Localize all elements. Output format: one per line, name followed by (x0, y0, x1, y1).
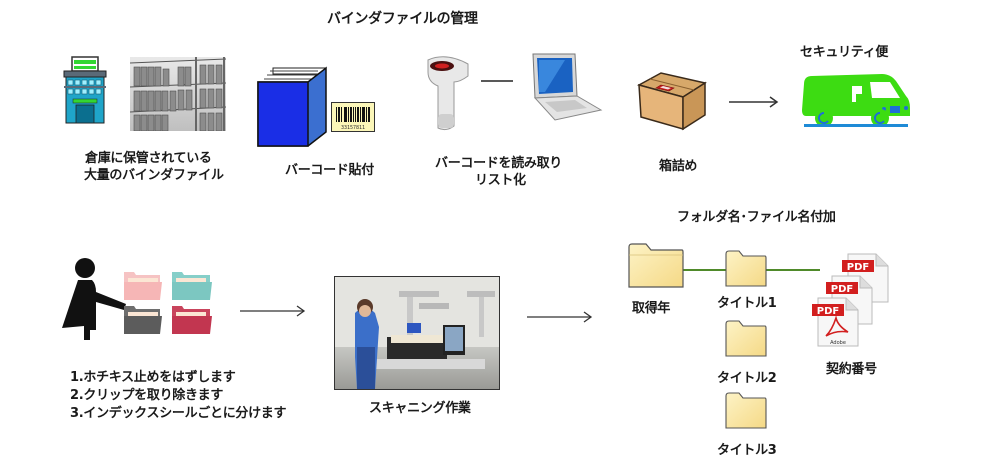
delivery-truck-icon (802, 74, 910, 127)
blue-binder-icon (257, 66, 327, 147)
pdf-badge: PDF (817, 306, 839, 317)
barcode-scanner-icon (427, 56, 469, 131)
person-silhouette-icon (62, 258, 126, 340)
warehouse-building-icon (63, 56, 107, 124)
prep-steps-list: 1.ホチキス止めをはずします 2.クリップを取り除きます 3.インデックスシール… (70, 369, 287, 423)
scan-label-line1: バーコードを読み取り (435, 156, 563, 171)
scanner-to-laptop-connector (481, 80, 513, 82)
arrow-right-icon (527, 311, 593, 323)
naming-heading: フォルダ名･ファイル名付加 (677, 210, 836, 225)
title3-folder-icon (725, 392, 767, 429)
year-folder-label: 取得年 (632, 301, 671, 316)
title-folder-label-1: タイトル1 (717, 296, 777, 311)
diagram-title: バインダファイルの管理 (327, 11, 478, 27)
title-folder-label-3: タイトル3 (717, 443, 777, 458)
pdf-files-stack: PDF PDF PDF Adobe (810, 248, 900, 348)
laptop-icon (532, 53, 603, 121)
year-folder-icon (628, 243, 684, 288)
truck-label: セキュリティ便 (800, 45, 889, 60)
title1-folder-icon (725, 250, 767, 287)
pdf-badge: PDF (847, 262, 869, 273)
pdf-file-icon: PDF Adobe (812, 297, 859, 347)
pdf-brand: Adobe (830, 340, 846, 346)
title2-folder-icon (725, 320, 767, 357)
title-folder-label-2: タイトル2 (717, 371, 777, 386)
barcode-label: バーコード貼付 (285, 163, 374, 178)
barcode-sticker-icon: 33157811 (331, 102, 375, 132)
barcode-number: 33157811 (341, 125, 365, 131)
arrow-right-icon (240, 305, 306, 317)
prep-step-3: 3.インデックスシールごとに分けます (70, 406, 287, 421)
pdf-badge: PDF (831, 284, 853, 295)
box-label: 箱詰め (659, 159, 698, 174)
cardboard-box-icon (637, 72, 707, 131)
scan-label-line2: リスト化 (475, 173, 526, 188)
scanning-label: スキャニング作業 (369, 401, 471, 416)
arrow-right-icon (729, 96, 779, 108)
prep-step-1: 1.ホチキス止めをはずします (70, 370, 236, 385)
scanning-work-photo (334, 276, 500, 390)
warehouse-label-line2: 大量のバインダファイル (84, 168, 224, 183)
warehouse-label-line1: 倉庫に保管されている (85, 151, 212, 166)
binder-shelf-photo (130, 57, 226, 131)
acrobat-logo-icon (825, 315, 849, 337)
contract-number-label: 契約番号 (826, 362, 877, 377)
prep-step-2: 2.クリップを取り除きます (70, 388, 224, 403)
colored-folders-icon (124, 272, 212, 334)
